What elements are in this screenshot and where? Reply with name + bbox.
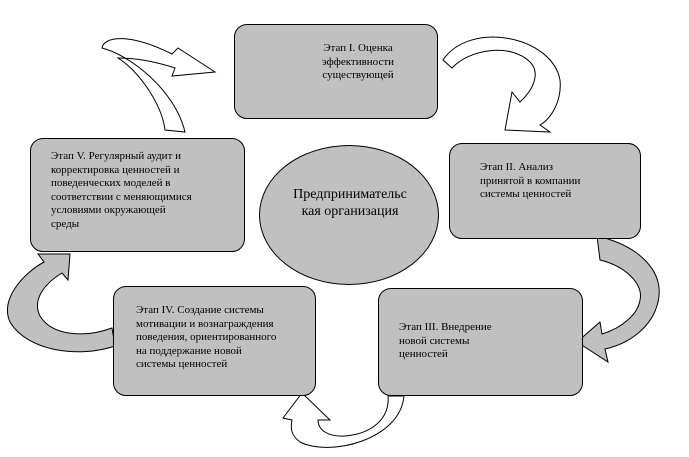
stage-2-label: Этап II. Анализ принятой в компании сист…: [480, 161, 581, 200]
stage-3-label: Этап III. Внедрение новой системы ценнос…: [399, 321, 492, 360]
stage-5-box: Этап V. Регулярный аудит и корректировка…: [30, 138, 245, 252]
stage-1-box: Этап I. Оценка эффективности существующе…: [234, 24, 438, 119]
arrow-stage1-to-stage2: [442, 36, 561, 133]
stage-4-label: Этап IV. Создание системы мотивации и во…: [136, 304, 277, 370]
stage-5-label: Этап V. Регулярный аудит и корректировка…: [51, 150, 192, 230]
stage-3-box: Этап III. Внедрение новой системы ценнос…: [378, 288, 583, 396]
arrow-stage2-to-stage3: [576, 235, 660, 364]
arrow-stage5-to-stage1: [101, 38, 217, 133]
stage-1-label: Этап I. Оценка эффективности существующе…: [321, 42, 395, 81]
center-label: Предпринимательс кая организация: [293, 187, 407, 219]
center-ellipse: [259, 145, 439, 285]
stage-2-box: Этап II. Анализ принятой в компании сист…: [449, 143, 641, 239]
arrow-stage4-to-stage5: [7, 253, 116, 353]
stage-4-box: Этап IV. Создание системы мотивации и во…: [113, 286, 316, 396]
arrow-stage3-to-stage4: [282, 392, 405, 448]
